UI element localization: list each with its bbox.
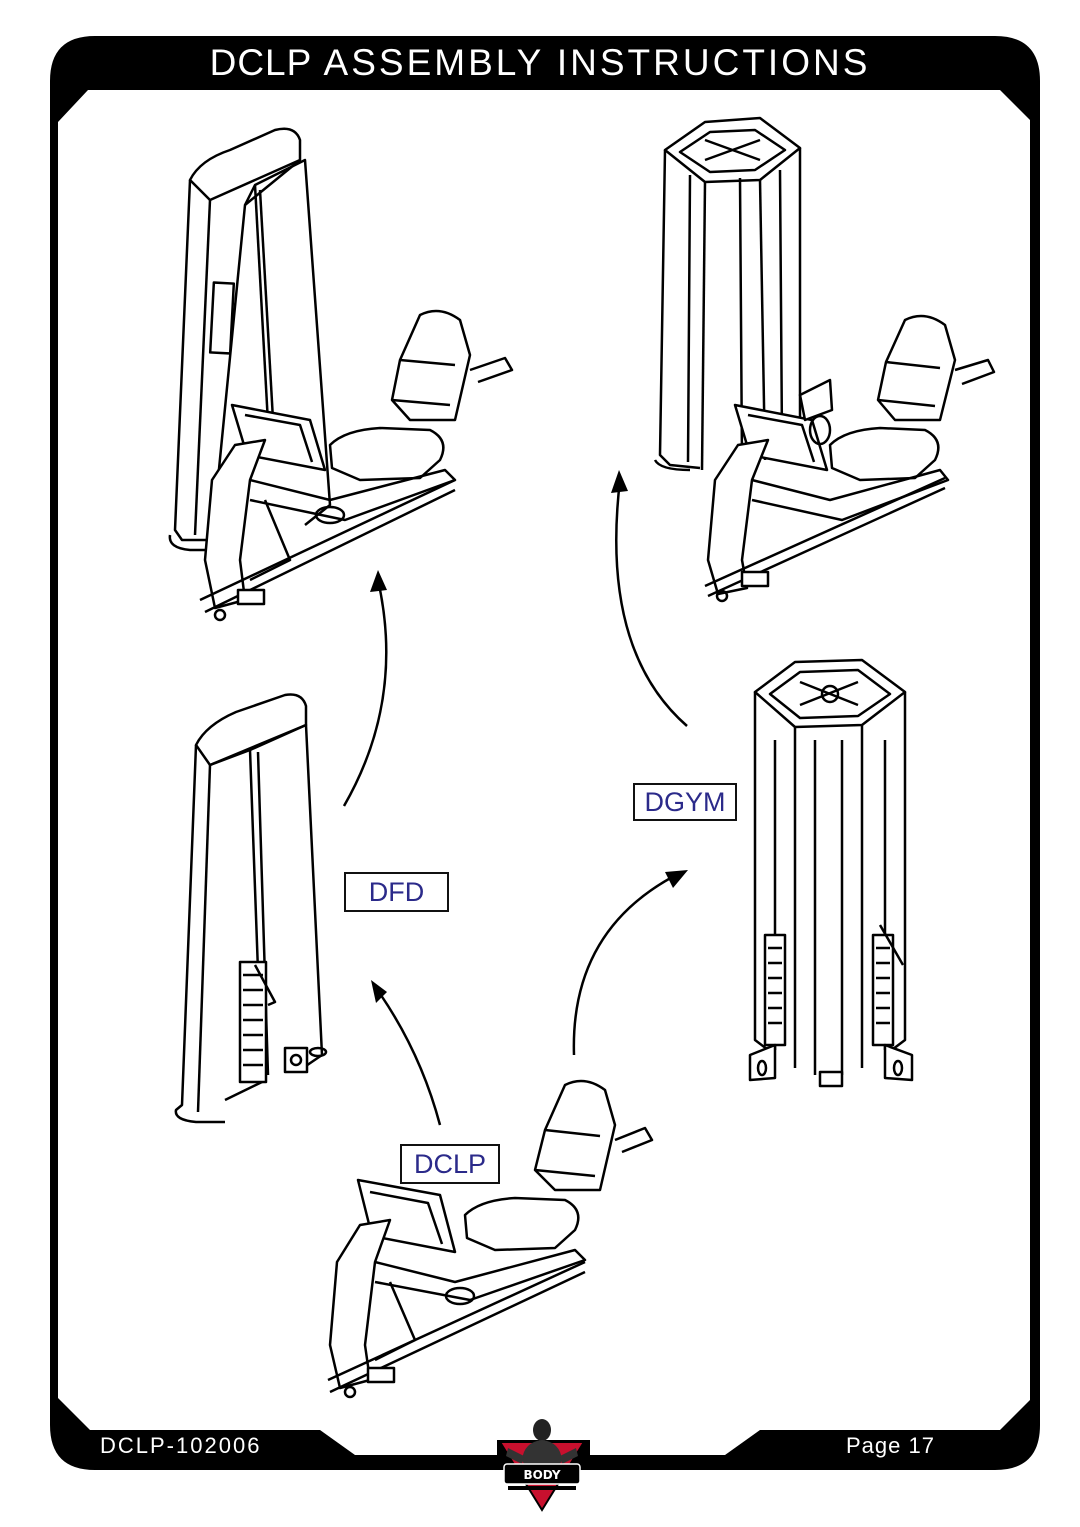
svg-text:BODY: BODY bbox=[523, 1468, 560, 1482]
dgym-illustration bbox=[748, 658, 914, 1088]
page-title: DCLP ASSEMBLY INSTRUCTIONS bbox=[0, 42, 1080, 84]
title-text: ASSEMBLY INSTRUCTIONS bbox=[323, 42, 871, 83]
dfd-illustration bbox=[174, 693, 328, 1124]
dclp-label: DCLP bbox=[400, 1144, 500, 1184]
dclp-dfd-assembly-illustration bbox=[168, 127, 514, 622]
dclp-illustration bbox=[327, 1079, 654, 1399]
title-model: DCLP bbox=[209, 42, 313, 83]
frame-border bbox=[50, 36, 1040, 1470]
page-number: Page 17 bbox=[846, 1433, 935, 1458]
arrow-dfd-to-assembled bbox=[342, 579, 388, 807]
arrow-heads bbox=[370, 470, 688, 1003]
document-number: DCLP-102006 bbox=[100, 1433, 262, 1458]
dfd-label: DFD bbox=[344, 872, 449, 912]
dclp-dgym-assembly-illustration bbox=[653, 116, 996, 603]
dgym-label: DGYM bbox=[633, 783, 737, 821]
body-solid-logo: BODY bbox=[494, 1412, 590, 1512]
arrow-dclp-to-dgym bbox=[572, 872, 679, 1056]
assembly-arrows bbox=[342, 479, 688, 1126]
arrow-dgym-to-assembled bbox=[615, 479, 688, 727]
arrow-dclp-to-dfd bbox=[374, 987, 442, 1126]
